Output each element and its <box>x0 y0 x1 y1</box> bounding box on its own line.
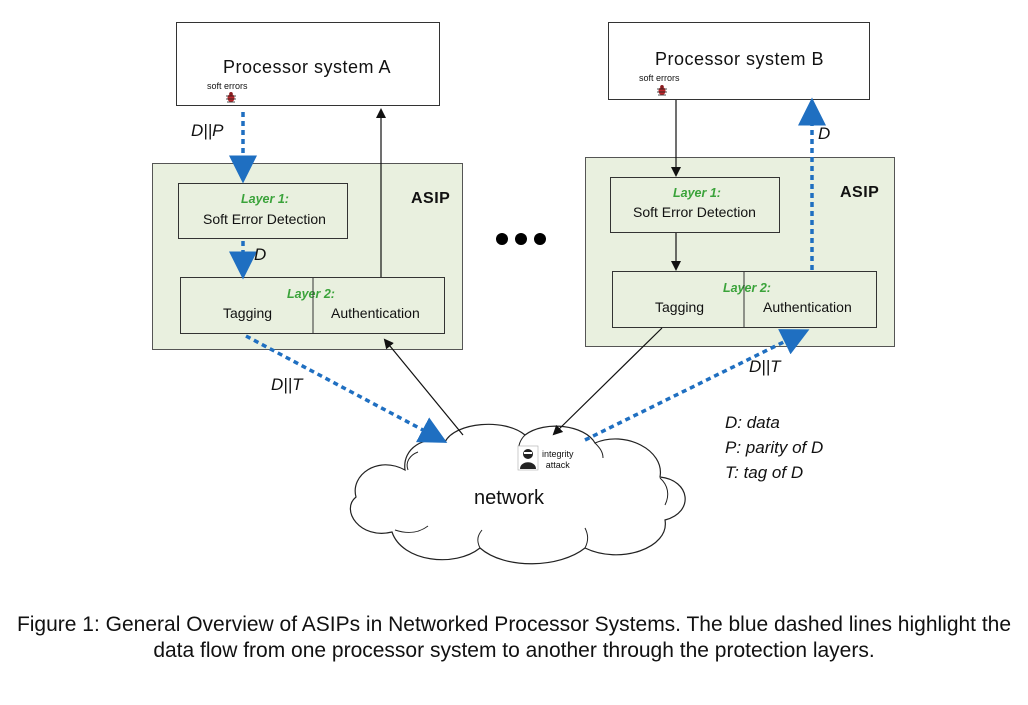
authentication-label-a: Authentication <box>331 305 420 321</box>
legend-item-tag: T: tag of D <box>725 463 804 482</box>
layer2-title-b: Layer 2: <box>723 281 771 295</box>
tagging-label-b: Tagging <box>655 299 705 315</box>
layer1-name-a: Soft Error Detection <box>203 211 326 227</box>
dp-flow-label: D||P <box>191 121 224 140</box>
processor-b-title: Processor system B <box>655 49 825 69</box>
bug-icon <box>657 85 667 96</box>
layer1-title-b: Layer 1: <box>673 186 721 200</box>
integrity-attack-label: integrity attack <box>542 449 574 471</box>
dt-flow-label-a: D||T <box>271 375 303 394</box>
layer1-title-a: Layer 1: <box>241 192 289 206</box>
layer1-box-b: Layer 1: Soft Error Detection <box>610 177 780 233</box>
cloud-icon <box>349 423 686 565</box>
network-to-auth-a-arrow <box>383 338 464 436</box>
bug-icon <box>226 92 236 103</box>
soft-errors-label-b: soft errors <box>639 73 680 83</box>
legend: D: data P: parity of D T: tag of D <box>725 413 823 483</box>
dt-flow-label-b: D||T <box>749 357 781 376</box>
layer1-box-a: Layer 1: Soft Error Detection <box>178 183 348 239</box>
dt-flow-arrow-a <box>245 334 448 443</box>
processor-a-title: Processor system A <box>223 57 392 77</box>
processor-system-a: Processor system A soft errors <box>176 22 440 106</box>
ellipsis-icon <box>496 233 546 245</box>
asip-a-title: ASIP <box>411 190 451 207</box>
soft-errors-label-a: soft errors <box>207 81 248 91</box>
figure-caption: Figure 1: General Overview of ASIPs in N… <box>16 613 1012 663</box>
d-flow-label-a: D <box>254 245 267 264</box>
d-flow-label-b: D <box>818 124 831 143</box>
hacker-icon <box>517 445 539 471</box>
legend-item-data: D: data <box>725 413 780 432</box>
layer1-name-b: Soft Error Detection <box>633 204 756 220</box>
dt-flow-arrow-b <box>584 329 810 442</box>
legend-item-parity: P: parity of D <box>725 438 824 457</box>
layer2-title-a: Layer 2: <box>287 287 335 301</box>
processor-system-b: Processor system B soft errors <box>608 22 870 100</box>
tagging-b-to-network-arrow <box>552 327 663 436</box>
asip-b-title: ASIP <box>840 184 880 201</box>
network-label: network <box>474 487 545 509</box>
authentication-label-b: Authentication <box>763 299 852 315</box>
tagging-label-a: Tagging <box>223 305 273 321</box>
